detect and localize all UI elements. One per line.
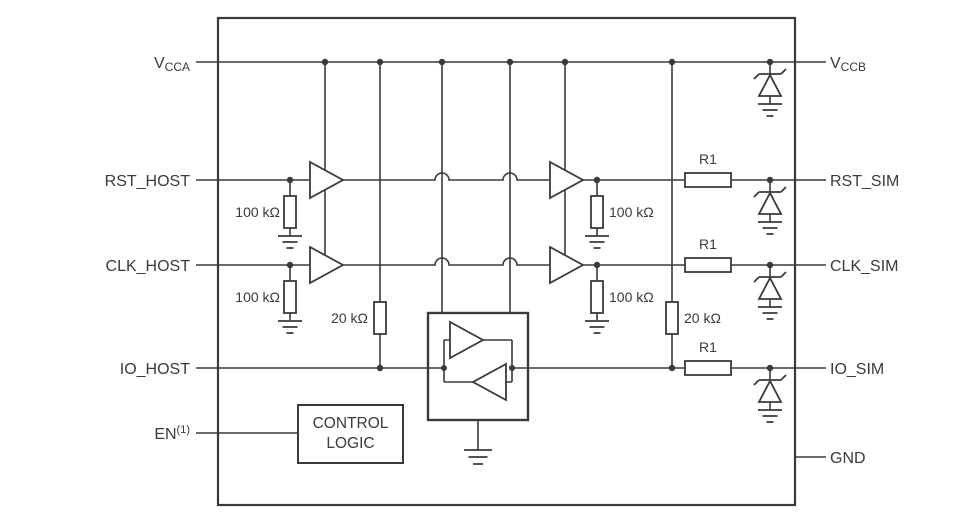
io-signal-path [196, 364, 826, 372]
esd-diode-io [754, 368, 786, 422]
esd-diode-rst [754, 180, 786, 234]
series-io-label: R1 [699, 339, 717, 355]
pin-label-io-host: IO_HOST [120, 361, 190, 378]
pulldown-symbol [278, 180, 302, 248]
pulldown-symbol [585, 180, 609, 248]
clk-buffer-host [309, 246, 344, 284]
series-resistor-io: R1 [684, 339, 732, 376]
control-logic-label-line1: CONTROL [313, 415, 389, 432]
pulldown-clk-sim-label: 100 kΩ [609, 289, 654, 305]
pulldown-rst-sim-label: 100 kΩ [609, 204, 654, 220]
pullup-host-label: 20 kΩ [331, 310, 368, 326]
resistor-symbol [684, 172, 732, 188]
control-logic-label-line2: LOGIC [326, 435, 374, 452]
pin-label-clk-sim: CLK_SIM [830, 258, 898, 275]
clk-buffer-sim [549, 246, 584, 284]
control-logic-block: CONTROL LOGIC [297, 404, 404, 464]
resistor-symbol [373, 301, 387, 335]
rst-buffer-sim [549, 161, 584, 199]
esd-diode-vccb [754, 62, 786, 116]
pin-label-vccb: VCCB [830, 55, 866, 74]
junction-dot [441, 365, 447, 371]
resistor-symbol [684, 360, 732, 376]
clk-wire-segment-hops [343, 257, 550, 266]
control-logic-outline [297, 404, 404, 464]
pin-label-rst-sim: RST_SIM [830, 173, 899, 190]
pin-label-clk-host: CLK_HOST [106, 258, 191, 275]
series-rst-label: R1 [699, 151, 717, 167]
resistor-symbol [684, 257, 732, 273]
pulldown-rst-host: 100 kΩ [235, 180, 302, 248]
esd-diode-clk [754, 265, 786, 319]
junction-dot [509, 365, 515, 371]
series-resistor-clk: R1 [684, 236, 732, 273]
chip-outline [216, 16, 797, 507]
rst-buffer-host [309, 161, 344, 199]
transceiver-supply-lines [441, 62, 511, 313]
pulldown-clk-sim: 100 kΩ [585, 265, 654, 333]
series-resistor-rst: R1 [684, 151, 732, 188]
rst-wire-segment-hops [343, 172, 550, 181]
io-transceiver-block [426, 311, 530, 465]
io-transceiver-wires [428, 339, 528, 383]
series-clk-label: R1 [699, 236, 717, 252]
ground-symbol [463, 449, 493, 465]
pulldown-clk-host-label: 100 kΩ [235, 289, 280, 305]
pulldown-rst-sim: 100 kΩ [585, 180, 654, 248]
pulldown-symbol [585, 265, 609, 333]
vcc-rail [196, 58, 826, 66]
pin-label-vcca: VCCA [154, 55, 190, 74]
pullup-resistor-sim: 20 kΩ [665, 62, 721, 368]
rst-signal-path [196, 172, 826, 184]
resistor-symbol [665, 301, 679, 335]
pin-label-rst-host: RST_HOST [105, 173, 191, 190]
pulldown-clk-host: 100 kΩ [235, 265, 302, 333]
pulldown-symbol [278, 265, 302, 333]
pulldown-rst-host-label: 100 kΩ [235, 204, 280, 220]
pullup-resistor-host: 20 kΩ [331, 62, 387, 368]
pullup-sim-label: 20 kΩ [684, 310, 721, 326]
pin-label-gnd: GND [830, 450, 866, 467]
pin-label-io-sim: IO_SIM [830, 361, 884, 378]
pin-label-en: EN(1) [154, 424, 190, 443]
